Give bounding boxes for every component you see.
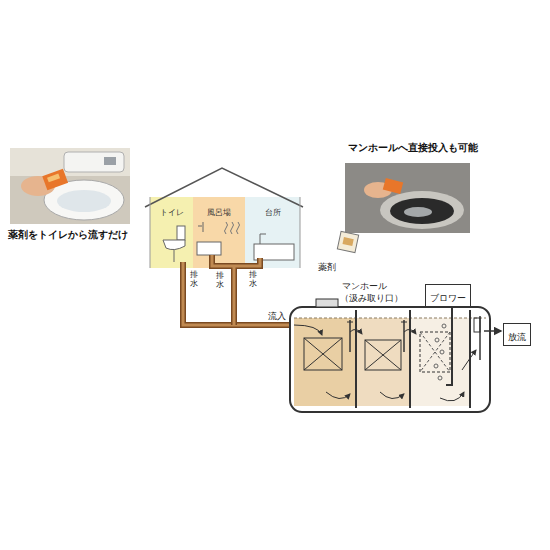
toilet-photo: [10, 148, 130, 224]
node-text: 風呂場: [207, 208, 231, 217]
room-area: 台所: [245, 197, 300, 268]
blower-box: ブロワー: [425, 284, 471, 307]
part-label: 薬剤: [318, 262, 336, 273]
photo-caption: マンホールへ直接投入も可能: [348, 142, 478, 154]
pipe-label: 排水: [249, 271, 257, 289]
outflow-box: 放流: [503, 323, 531, 346]
pipe-label: 排水: [216, 272, 224, 290]
part-label: マンホール: [342, 281, 387, 292]
septic-tank: [290, 298, 501, 412]
node-text: 放流: [508, 332, 526, 342]
flow-label: 流入: [268, 311, 286, 322]
medicine-packet: [337, 231, 358, 252]
photo-caption: 薬剤をトイレから流すだけ: [8, 229, 128, 241]
part-label: （汲み取り口）: [340, 293, 403, 304]
drain-pipe: [183, 255, 292, 325]
house: [145, 168, 303, 268]
node-text: トイレ: [160, 208, 184, 217]
node-text: 台所: [265, 208, 281, 217]
room-area: トイレ: [150, 197, 193, 268]
pipe-label: 排水: [190, 271, 198, 289]
manhole-photo: [345, 163, 470, 233]
node-text: ブロワー: [430, 293, 466, 303]
room-area: 風呂場: [193, 197, 245, 268]
